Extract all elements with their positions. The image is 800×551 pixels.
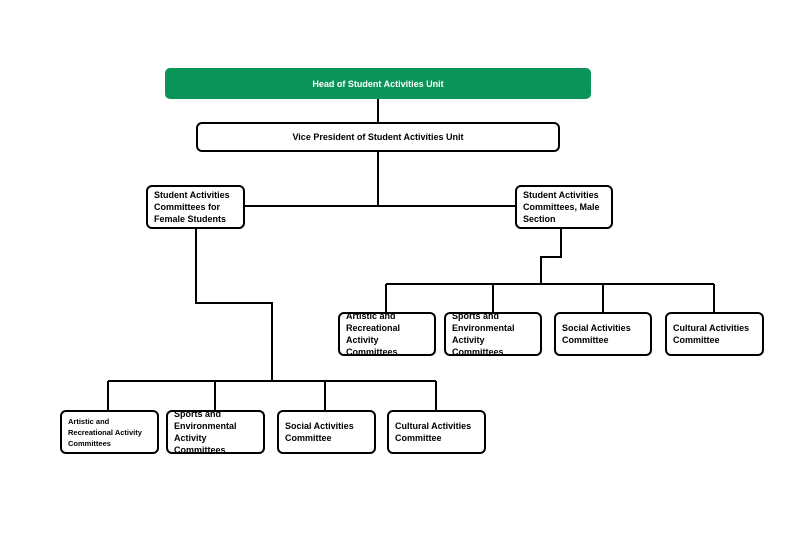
female-committee-sports: Sports and Environmental Activity Commit… <box>166 409 265 455</box>
head-node: Head of Student Activities Unit <box>165 68 591 99</box>
head-label: Head of Student Activities Unit <box>312 78 444 89</box>
female-committee-sports-label: Sports and Environmental Activity Commit… <box>174 409 237 455</box>
vice-president-node: Vice President of Student Activities Uni… <box>196 122 560 152</box>
female-section-label: Student Activities Committees for Female… <box>154 190 230 224</box>
female-committee-social-label: Social Activities Committee <box>285 421 354 443</box>
male-committee-sports: Sports and Environmental Activity Commit… <box>444 311 542 357</box>
male-committee-cultural: Cultural Activities Committee <box>665 312 764 356</box>
female-committee-artistic-label: Artistic and Recreational Activity Commi… <box>68 416 142 448</box>
male-committee-artistic-label: Artistic and Recreational Activity Commi… <box>346 311 401 357</box>
male-committee-social: Social Activities Committee <box>554 312 652 356</box>
female-committee-cultural-label: Cultural Activities Committee <box>395 421 472 443</box>
female-committee-social: Social Activities Committee <box>277 410 376 454</box>
male-committee-social-label: Social Activities Committee <box>562 323 631 345</box>
connector-vp-sections <box>244 152 379 207</box>
male-committee-cultural-label: Cultural Activities Committee <box>673 323 750 345</box>
female-committee-cultural: Cultural Activities Committee <box>387 410 486 454</box>
female-section-node: Student Activities Committees for Female… <box>146 185 245 229</box>
male-section-label: Student Activities Committees, Male Sect… <box>523 190 600 224</box>
female-committee-artistic: Artistic and Recreational Activity Commi… <box>60 410 159 454</box>
male-committee-sports-label: Sports and Environmental Activity Commit… <box>452 311 515 357</box>
male-committee-artistic: Artistic and Recreational Activity Commi… <box>338 311 436 357</box>
male-section-node: Student Activities Committees, Male Sect… <box>515 185 613 229</box>
vice-president-label: Vice President of Student Activities Uni… <box>292 132 464 142</box>
connector-male-bus <box>540 228 562 284</box>
connector-female-bus <box>195 228 273 381</box>
